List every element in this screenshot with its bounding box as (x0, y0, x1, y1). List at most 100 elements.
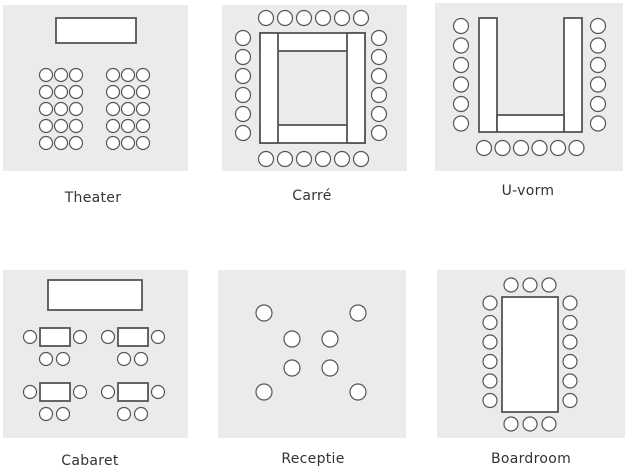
chair (257, 150, 275, 168)
cabaret-table (39, 327, 71, 347)
chair (452, 17, 470, 35)
receptie-seating-svg (255, 304, 367, 401)
chair (283, 359, 301, 377)
chair (38, 67, 54, 83)
chair (120, 67, 136, 83)
chair (38, 351, 54, 367)
chair (116, 406, 132, 422)
u-vorm-diagram (435, 3, 623, 171)
cabaret-seating-svg (22, 279, 166, 422)
chair (482, 373, 498, 389)
u-vorm-label: U-vorm (501, 183, 555, 199)
chair (562, 295, 578, 311)
chair (452, 37, 470, 54)
chair (512, 139, 530, 157)
chair (135, 84, 151, 100)
chair (234, 29, 252, 47)
table-left (259, 32, 279, 144)
chair (333, 150, 351, 168)
chair (72, 384, 88, 400)
table-left (478, 17, 498, 133)
chair (150, 384, 166, 400)
chair (352, 150, 370, 168)
chair (234, 67, 252, 85)
chair (589, 56, 607, 74)
boardroom-label: Boardroom (490, 451, 572, 467)
chair (568, 139, 585, 157)
chair (562, 392, 578, 409)
chair (370, 105, 388, 123)
chair (38, 101, 54, 117)
chair (589, 17, 607, 35)
chair (120, 135, 136, 151)
boardroom-diagram (437, 270, 625, 438)
chair (295, 150, 313, 168)
cabaret-diagram (3, 270, 188, 438)
chair (68, 84, 84, 100)
carre-diagram (222, 5, 407, 171)
chair (589, 95, 607, 113)
chair (120, 101, 136, 117)
chair (370, 124, 388, 142)
chair (133, 406, 149, 422)
stage (47, 279, 143, 311)
chair (276, 9, 294, 27)
carre-label: Carré (292, 188, 332, 204)
chair (562, 314, 578, 331)
chair (531, 139, 548, 157)
boardroom-seating-svg (482, 277, 578, 432)
chair (314, 9, 332, 27)
chair (150, 329, 166, 345)
chair (120, 118, 136, 134)
chair (589, 115, 607, 132)
chair (452, 76, 470, 93)
chair (105, 135, 121, 151)
cabaret-table (117, 327, 149, 347)
chair (68, 135, 84, 151)
chair (475, 139, 493, 157)
chair (503, 416, 519, 432)
u-vorm-seating-svg (452, 17, 607, 157)
chair (314, 150, 332, 168)
chair (370, 29, 388, 47)
chair (105, 118, 121, 134)
chair (370, 86, 388, 104)
chair (135, 67, 151, 83)
chair (276, 150, 294, 168)
chair (333, 9, 351, 27)
chair (135, 135, 151, 151)
chair (562, 353, 578, 370)
chair (321, 330, 339, 348)
chair (370, 67, 388, 85)
chair (100, 329, 116, 345)
table-right (563, 17, 583, 133)
chair (562, 334, 578, 350)
chair (482, 295, 498, 311)
receptie-diagram (218, 270, 406, 438)
chair (541, 277, 557, 293)
chair (234, 48, 252, 66)
chair (494, 139, 511, 157)
chair (452, 56, 470, 74)
chair (120, 84, 136, 100)
cabaret-table (39, 382, 71, 402)
chair (100, 384, 116, 400)
theater-label: Theater (64, 190, 122, 206)
chair (38, 84, 54, 100)
chair (503, 277, 519, 293)
cabaret-label: Cabaret (61, 453, 119, 469)
chair (38, 118, 54, 134)
chair (482, 334, 498, 350)
chair (38, 135, 54, 151)
cabaret-table (117, 382, 149, 402)
chair (255, 304, 273, 322)
theater-diagram (3, 5, 188, 171)
chair (589, 37, 607, 54)
receptie-label: Receptie (281, 451, 345, 467)
table-bottom (496, 114, 565, 133)
chair (234, 86, 252, 104)
chair (68, 118, 84, 134)
chair (257, 9, 275, 27)
chair (53, 67, 69, 83)
chair (589, 76, 607, 93)
